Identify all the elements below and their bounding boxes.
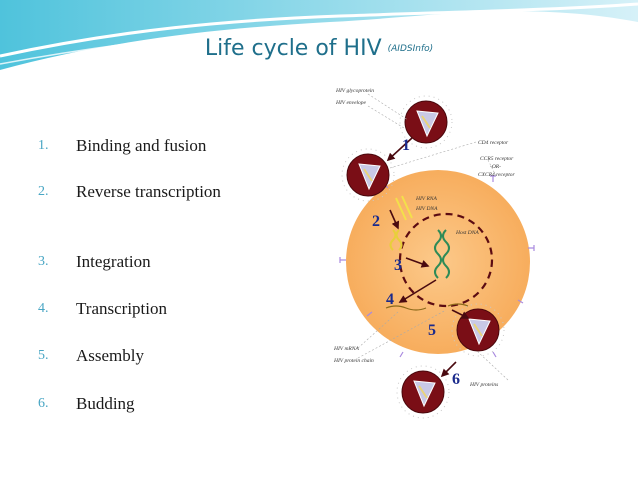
diagram-step-2: 2: [372, 213, 380, 230]
cell-receptors: [339, 175, 535, 358]
diagram-step-5: 5: [428, 322, 436, 339]
label-hiv-dna: HIV DNA: [415, 206, 438, 212]
diagram-step-4: 4: [386, 291, 394, 308]
hiv-rna-strand: [395, 195, 413, 221]
cell-nucleus: [398, 212, 494, 308]
label-host-dna: Host DNA: [455, 230, 479, 236]
label-hiv-mrna: HIV mRNA: [333, 346, 359, 352]
step-number: 1.: [38, 138, 49, 153]
header-wave: [0, 0, 638, 70]
hiv-dna-strand: [389, 229, 403, 251]
step-label: Binding and fusion: [76, 136, 207, 155]
step-label: Integration: [76, 252, 151, 271]
diagram-step-3: 3: [394, 257, 402, 274]
label-hiv-envelope: HIV envelope: [335, 100, 367, 106]
diagram-step-1: 1: [402, 137, 410, 154]
step-number: 3.: [38, 254, 49, 269]
step-label: Budding: [76, 394, 135, 413]
step-label: Transcription: [76, 299, 167, 318]
step-number: 2.: [38, 184, 49, 199]
process-arrows: [386, 137, 470, 378]
diagram-step-6: 6: [452, 371, 460, 388]
hiv-virion-fusion: [341, 148, 395, 202]
title-source: (AIDSInfo): [387, 44, 434, 54]
step-number: 5.: [38, 348, 49, 363]
label-cd4-receptor: CD4 receptor: [478, 139, 509, 146]
hiv-mrna-strand: [385, 303, 469, 311]
slide-title: Life cycle of HIV (AIDSInfo): [0, 36, 638, 61]
host-cell: [346, 170, 530, 354]
step-label: Reverse transcription: [76, 182, 221, 201]
label-cxcr4-receptor: CXCR4 receptor: [478, 171, 515, 178]
hiv-virion-budding: [396, 365, 450, 419]
label-hiv-glycoprotein: HIV glycoprotein: [335, 88, 374, 94]
step-label: Assembly: [76, 346, 144, 365]
label-hiv-protein-chain: HIV protein chain: [333, 358, 374, 364]
label-hiv-proteins: HIV proteins: [469, 382, 498, 388]
label-ccr5-receptor: CCR5 receptor: [480, 156, 514, 162]
label-hiv-rna: HIV RNA: [415, 196, 437, 202]
label-or: -OR-: [490, 164, 501, 170]
label-pointers: [357, 93, 509, 381]
step-number: 6.: [38, 396, 49, 411]
step-number: 4.: [38, 301, 49, 316]
title-main: Life cycle of HIV: [204, 36, 382, 61]
host-dna-helix: [434, 229, 450, 279]
hiv-lifecycle-diagram: HIV glycoprotein HIV envelope CD4 recept…: [333, 88, 535, 419]
